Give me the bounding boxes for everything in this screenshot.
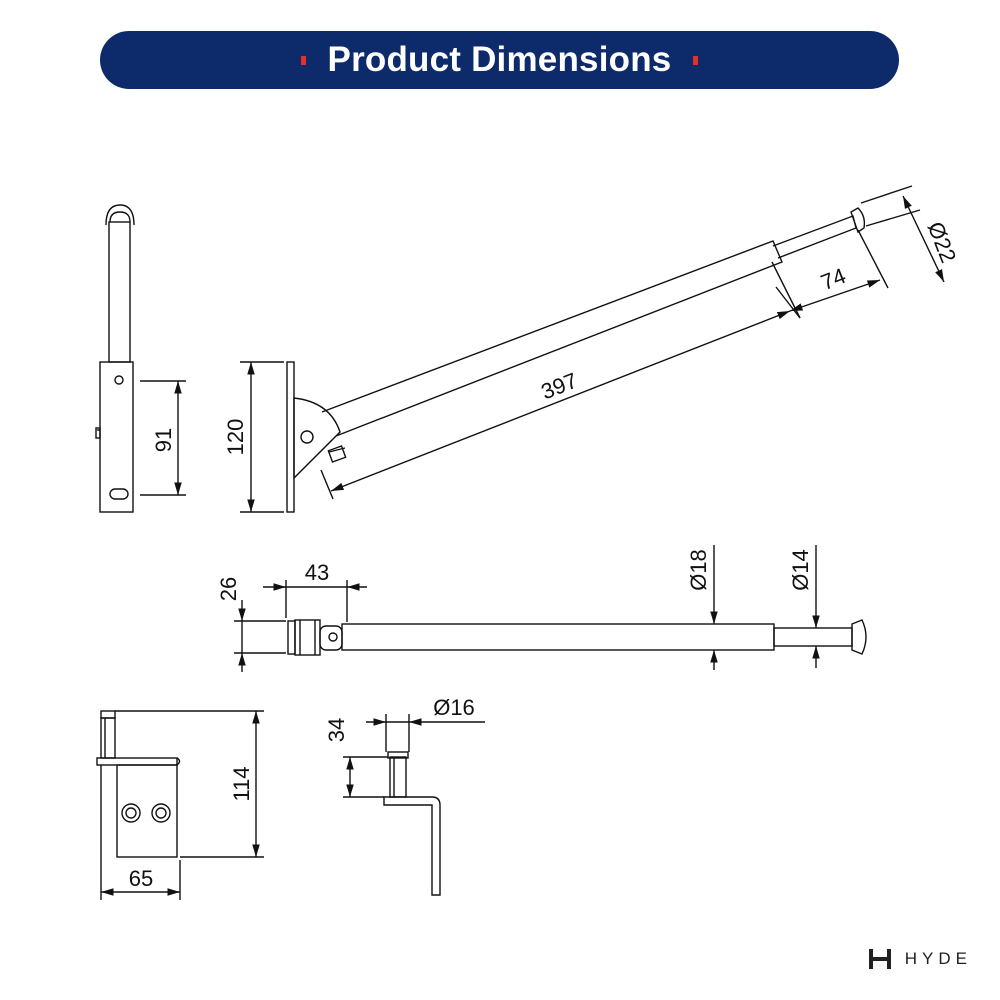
dim-plate-height: 120	[223, 419, 248, 456]
right-accent-mark	[693, 55, 699, 65]
page-title: Product Dimensions	[327, 40, 672, 79]
dim-rod-diameter: Ø14	[788, 549, 813, 591]
angled-arm-view: 120 397 74 Ø22	[223, 185, 962, 513]
side-view: 91	[95, 204, 186, 513]
dim-tip-length: 74	[817, 263, 849, 295]
dim-bracket-width: 65	[129, 866, 153, 891]
dim-side-height: 91	[151, 428, 176, 452]
dim-clamp-width: 43	[305, 560, 329, 585]
brand-name: HYDE	[904, 949, 972, 968]
dim-clamp-height: 26	[216, 577, 241, 601]
pin-view: 34 Ø16	[324, 695, 485, 896]
dim-tube-diameter: Ø18	[686, 549, 711, 591]
title-banner: Product Dimensions	[100, 31, 899, 89]
left-accent-mark	[300, 55, 306, 65]
dim-pin-height: 34	[324, 718, 349, 742]
dim-arm-length: 397	[538, 368, 581, 405]
dim-bracket-height: 114	[229, 766, 254, 801]
top-view: 43 26 Ø18 Ø14	[216, 545, 867, 672]
brand-logo: HYDE	[867, 948, 972, 970]
hyde-logo-icon	[868, 949, 891, 969]
dim-pin-diameter: Ø16	[433, 695, 475, 720]
dim-tip-diameter: Ø22	[923, 218, 962, 266]
bracket-view: 114 65	[96, 710, 264, 900]
